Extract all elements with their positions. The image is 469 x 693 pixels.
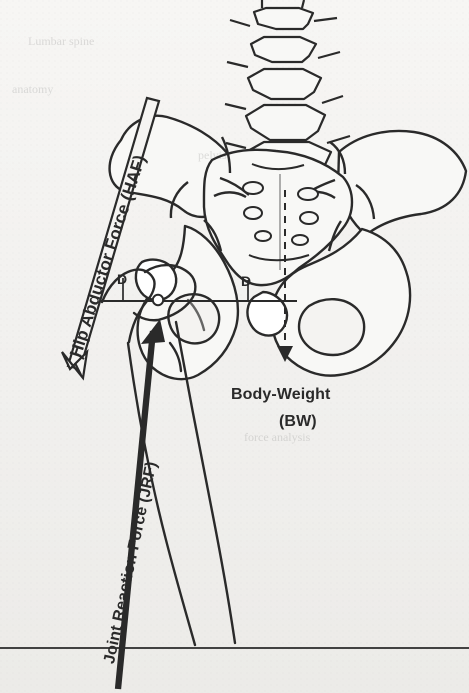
sacral-foramen-4	[300, 212, 318, 224]
hip-center-point	[153, 295, 163, 305]
lever-arm-left-label: D	[117, 272, 127, 286]
sacral-foramen-2	[298, 188, 318, 200]
vertebra-l2	[251, 37, 316, 62]
sacral-foramen-3	[244, 207, 262, 219]
faint-background-text: force analysis	[244, 430, 310, 445]
lever-arm-right-label: D	[241, 274, 251, 288]
sacral-foramen-5	[255, 231, 271, 241]
vertebra-l1	[254, 8, 313, 29]
faint-background-text: Lumbar spine	[28, 34, 94, 49]
sacral-foramen-1	[243, 182, 263, 194]
body-weight-label: Body-Weight	[231, 387, 330, 403]
right-obturator	[299, 299, 364, 355]
faint-background-text: anatomy	[12, 82, 53, 97]
sacral-foramen-6	[292, 235, 308, 245]
faint-background-text: pelvis	[198, 148, 227, 163]
body-weight-abbreviation: (BW)	[279, 414, 317, 430]
